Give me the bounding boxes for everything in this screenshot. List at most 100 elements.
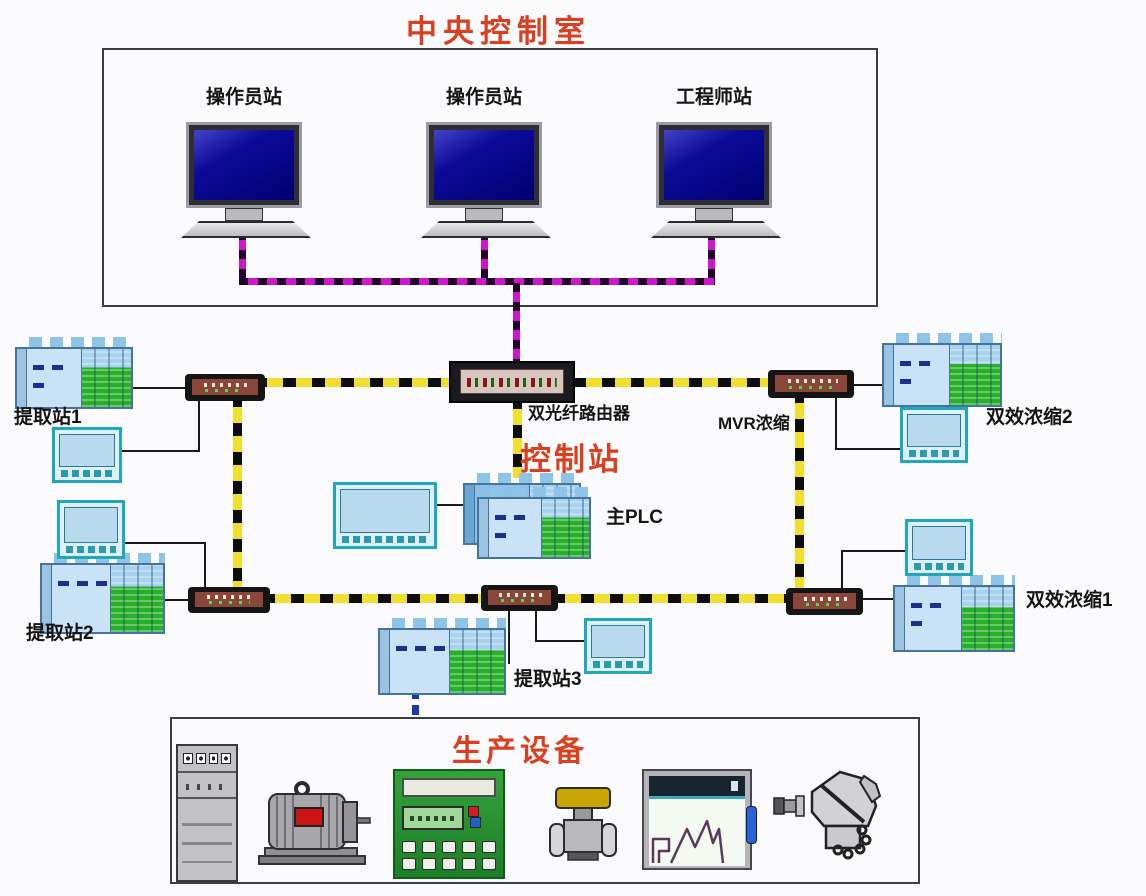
plc-double-effect-2-icon [882,333,1002,407]
double-effect-1-label: 双效浓缩1 [1026,590,1113,611]
plc-io-modules [80,349,131,407]
operator-station-1-label: 操作员站 [205,87,282,108]
monitor-base [421,221,551,238]
plc-extraction-3-icon [378,618,506,695]
plc-extraction-2-icon [40,553,165,634]
recorder-chart [649,796,745,866]
monitor-stand [465,208,503,221]
plc-rail [380,630,390,693]
plc-extraction-1-icon [15,337,133,409]
panel-red-button [468,806,479,817]
control-room-box [102,48,878,307]
plc-rail [42,565,52,632]
switch-panel [775,375,847,392]
switch-mvr-icon [768,370,854,398]
link-sx1-switch-plc [860,598,896,600]
operator-station-2-monitor-icon [421,122,551,238]
hmi-screen [59,434,115,467]
plc-rail [17,349,27,407]
temperature-transmitter-icon [772,762,892,862]
engineer-station-label: 工程师站 [675,87,752,108]
switch-panel [793,593,856,609]
hmi-double-effect-2-icon [900,407,968,463]
plc-cpu [905,587,961,650]
plc-cpu [894,345,949,405]
plc-body [15,347,133,409]
plc-io-modules [449,630,504,693]
hmi-extraction-2-icon [57,500,125,559]
switch-panel [192,379,258,395]
hmi-keys [61,470,113,477]
hmi-screen [64,507,118,543]
main-plc-front-rack-icon [477,487,591,559]
fiber-ring-right [795,390,804,595]
operator-keypad-panel-icon [393,769,505,879]
plc-vents [29,337,133,347]
fiber-link-main-plc [513,396,522,478]
recorder-header [649,776,745,796]
link-mvr-switch-hmi-v [835,397,837,450]
plc-vents [896,333,1002,343]
central-control-room-title: 中央控制室 [406,14,591,49]
switch-top-left-icon [185,374,265,401]
switch-panel [195,592,263,607]
hmi-screen [907,414,961,447]
link-mvr-switch-hmi-h [835,448,902,450]
link-switch-plc3 [508,610,510,664]
extraction-station-2-label: 提取站2 [26,623,94,644]
plc-cpu [390,630,449,693]
monitor-base [651,221,781,238]
plc-io-modules [540,499,589,557]
fiber-router-icon [449,361,575,403]
plc-cpu [27,349,81,407]
operator-station-1-monitor-icon [181,122,311,238]
monitor-base [181,221,311,238]
switch-bottom-middle-icon [481,585,558,611]
plc-io-modules [961,587,1013,650]
plc-body [378,628,506,695]
extraction-station-1-label: 提取站1 [14,407,82,428]
panel-keypad [402,841,496,870]
control-cabinet-icon [176,744,238,882]
hmi-keys [66,546,116,553]
hmi-keys [342,536,428,543]
control-room-bus [239,278,715,285]
switch-bottom-right-icon [786,588,863,615]
plc-body [882,343,1002,407]
hmi-screen [340,489,430,533]
link-hmi1-switch-h [115,450,200,452]
hmi-extraction-1-icon [52,427,122,483]
plc-rail [465,485,475,543]
hmi-screen [591,625,645,658]
plc-io-modules [109,565,163,632]
monitor-screen [186,122,302,208]
switch-panel [488,590,551,605]
plc-vents [477,473,581,483]
link-hmi2-switch-h [116,542,206,544]
plc-body [40,563,165,634]
bus-link-monitor3 [708,212,715,282]
cabinet-buttons [178,746,236,768]
router-panel [460,369,564,394]
panel-lcd [402,806,464,830]
plc-body [477,497,591,559]
link-sx1-switch-hmi-h [841,550,907,552]
link-switch-hmi3-h [535,640,587,642]
mvr-concentration-label: MVR浓缩 [718,414,790,433]
link-plc1-switch [128,387,188,389]
plc-rail [884,345,894,405]
hmi-extraction-3-icon [584,618,652,674]
plc-io-modules [949,345,1000,405]
link-hmi2-switch-v [204,542,206,590]
operator-station-2-label: 操作员站 [445,87,522,108]
link-plc2-switch [162,599,192,601]
router-label: 双光纤路由器 [528,404,630,423]
hmi-keys [593,661,643,668]
extraction-station-3-label: 提取站3 [514,669,582,690]
double-effect-2-label: 双效浓缩2 [986,407,1073,428]
plc-cpu [52,565,110,632]
plc-body [893,585,1015,652]
control-valve-icon [548,786,618,862]
link-switch-hmi3-v [535,610,537,642]
bus-link-monitor1 [239,212,246,282]
